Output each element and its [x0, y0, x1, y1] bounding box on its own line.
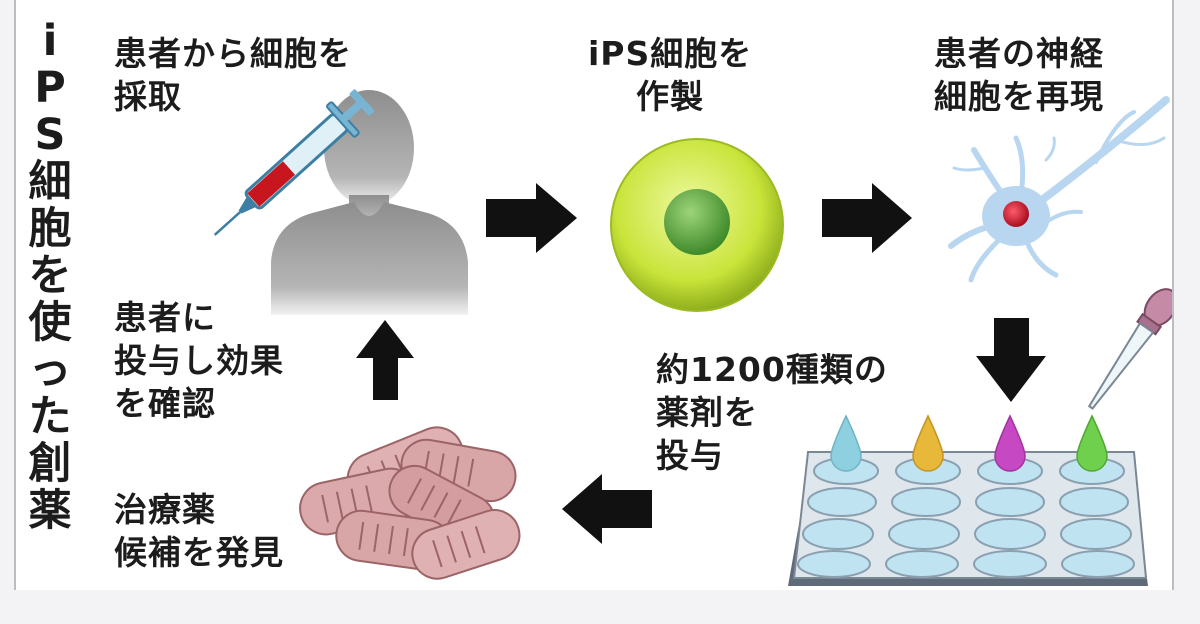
- title-char: っ: [28, 345, 72, 395]
- pill-pile-icon: [299, 426, 521, 580]
- arrow-right-icon: [822, 183, 912, 253]
- drop-icon: [1076, 414, 1108, 472]
- label-line: 投与: [656, 436, 724, 475]
- patient-silhouette-icon: [271, 90, 468, 315]
- step-candidate-label: 治療薬 候補を発見: [114, 488, 284, 574]
- label-line: iPS細胞を: [588, 34, 753, 73]
- label-line: 約1200種類の: [656, 350, 888, 389]
- label-line: 治療薬: [114, 490, 216, 529]
- step-dose-drugs-label: 約1200種類の 薬剤を 投与: [656, 348, 888, 477]
- illustration-layer: [213, 89, 1172, 586]
- title-char: 細: [28, 157, 72, 207]
- vertical-title: i P S 細 胞 を 使 っ た 創 薬: [20, 18, 80, 535]
- arrow-left-icon: [562, 474, 652, 544]
- arrow-right-icon: [486, 183, 577, 253]
- label-line: 患者に: [114, 298, 216, 337]
- label-line: 採取: [114, 77, 182, 116]
- label-line: 患者から細胞を: [114, 34, 352, 73]
- neuron-icon: [948, 96, 1170, 283]
- title-char: を: [28, 251, 72, 301]
- step-collect-cells-label: 患者から細胞を 採取: [114, 32, 352, 118]
- syringe-icon: [213, 89, 375, 236]
- label-line: 候補を発見: [114, 533, 284, 572]
- title-char: 創: [28, 439, 72, 489]
- drop-icon: [830, 414, 862, 472]
- title-char: 薬: [28, 486, 72, 536]
- drop-icon: [994, 414, 1026, 472]
- title-char: P: [34, 63, 66, 113]
- label-line: 投与し効果: [114, 341, 284, 380]
- label-line: 作製: [636, 77, 705, 116]
- arrow-up-icon: [356, 320, 414, 400]
- title-char: 使: [28, 298, 72, 348]
- step-confirm-label: 患者に 投与し効果 を確認: [114, 296, 284, 425]
- step-neuron-label: 患者の神経 細胞を再現: [934, 32, 1104, 118]
- drop-icon: [912, 414, 944, 472]
- arrow-down-icon: [976, 318, 1046, 402]
- title-char: た: [28, 392, 72, 442]
- label-line: を確認: [114, 384, 216, 423]
- label-line: 薬剤を: [656, 393, 758, 432]
- ips-cell-icon: [610, 138, 784, 312]
- step-make-ips-label: iPS細胞を 作製: [588, 32, 752, 118]
- title-char: 胞: [28, 204, 72, 254]
- title-char: i: [42, 16, 58, 66]
- diagram-panel: i P S 細 胞 を 使 っ た 創 薬: [14, 0, 1174, 590]
- label-line: 患者の神経: [934, 34, 1104, 73]
- neuron-nucleus: [1003, 201, 1029, 227]
- title-char: S: [34, 110, 66, 160]
- label-line: 細胞を再現: [934, 77, 1104, 116]
- pipette-icon: [1087, 288, 1172, 410]
